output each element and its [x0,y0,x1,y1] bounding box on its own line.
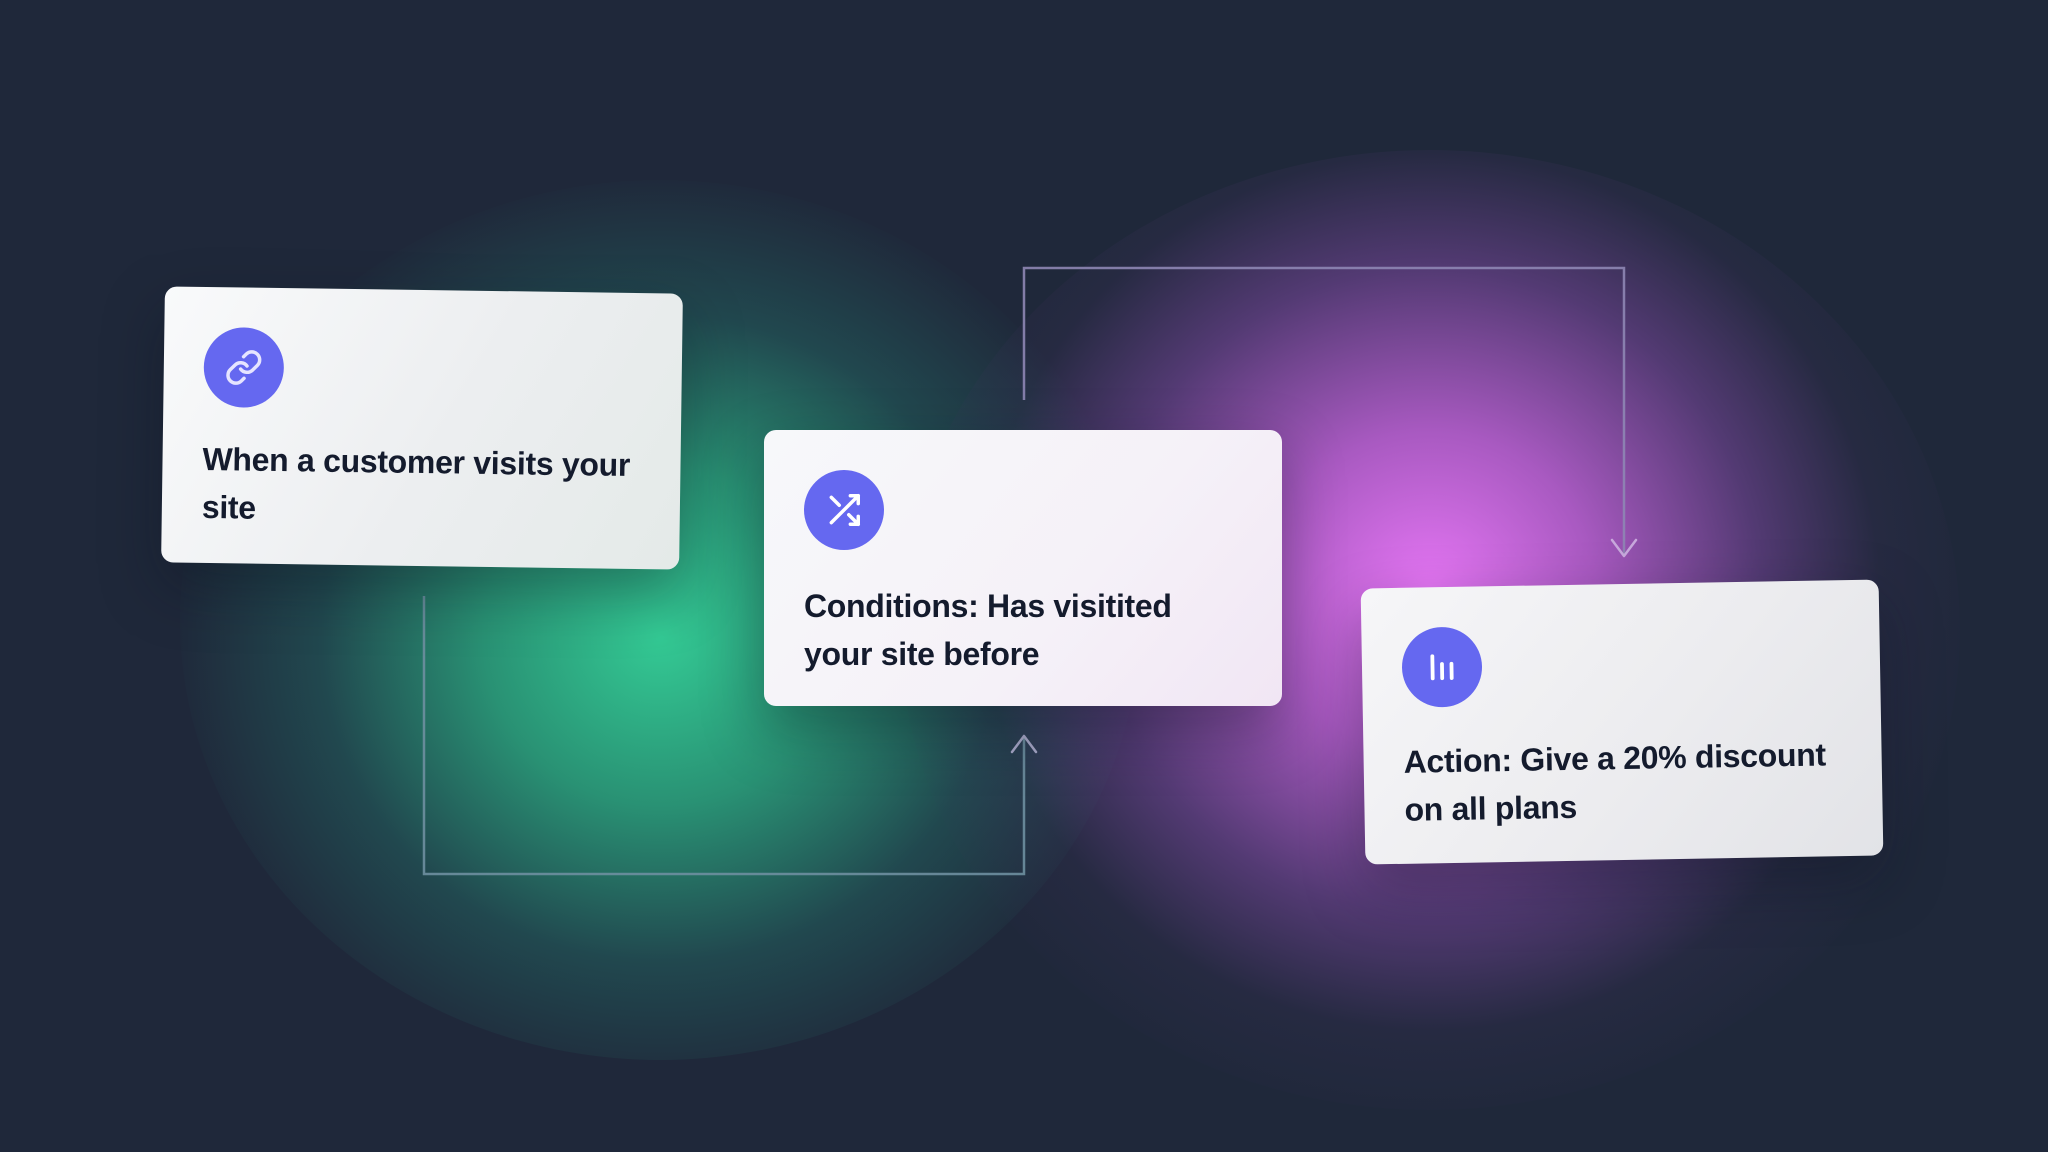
condition-text: Conditions: Has visitited your site befo… [804,588,1172,672]
arrow-down-icon [1610,538,1638,558]
arrow-up-icon [1010,734,1038,754]
bar-chart-icon [1401,626,1483,708]
trigger-text: When a customer visits your site [201,440,631,526]
connector-trigger-to-condition [422,596,1026,876]
connector-condition-to-action [1022,266,1626,556]
link-icon [203,326,285,409]
trigger-card[interactable]: When a customer visits your site [161,286,683,570]
condition-card[interactable]: Conditions: Has visitited your site befo… [764,430,1282,706]
action-card[interactable]: Action: Give a 20% discount on all plans [1360,579,1884,865]
action-text: Action: Give a 20% discount on all plans [1403,736,1827,828]
shuffle-icon [804,470,884,550]
